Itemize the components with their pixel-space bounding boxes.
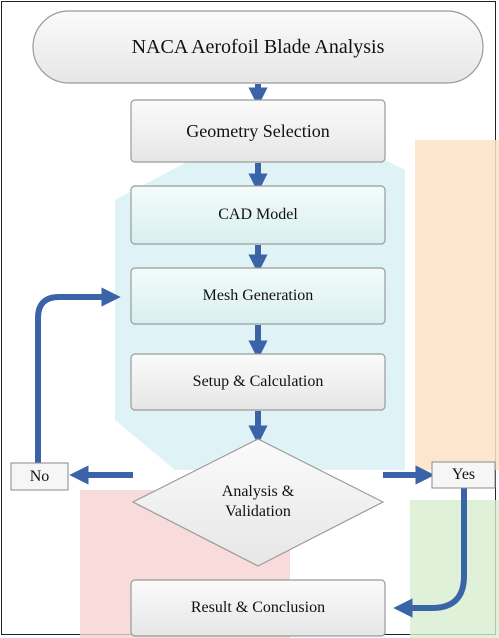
decision-analysis-validation: Analysis & Validation [183, 474, 333, 530]
step-cad-model: CAD Model [218, 206, 298, 223]
branch-no-label: No [29, 467, 50, 485]
result-box-shape [130, 579, 386, 637]
arrow-yes-to-result [393, 488, 467, 618]
yes-box-shape [431, 461, 496, 489]
setup-box-shape [130, 353, 386, 411]
arrow-no-loop-to-mesh [35, 287, 121, 463]
step-mesh-generation: Mesh Generation [202, 287, 314, 304]
decision-line-1: Analysis & [221, 483, 295, 500]
cad-box-shape [130, 185, 386, 245]
watermark-green-shape [410, 500, 499, 638]
step-geometry-selection: Geometry Selection [186, 120, 330, 141]
decision-line-2: Validation [225, 503, 291, 520]
flowchart-title: NACA Aerofoil Blade Analysis [131, 35, 385, 58]
branch-yes-label: Yes [451, 466, 476, 483]
step-result-conclusion: Result & Conclusion [190, 599, 326, 616]
mesh-box-shape [130, 267, 386, 325]
no-box-shape [10, 462, 69, 491]
title-terminal-shape [32, 10, 484, 84]
connectors [35, 84, 467, 618]
geometry-box-shape [130, 99, 386, 163]
step-setup-calculation: Setup & Calculation [192, 373, 324, 390]
watermark-orange-shape [415, 140, 499, 470]
decision-diamond-shape [131, 438, 385, 567]
nodes [10, 10, 496, 637]
